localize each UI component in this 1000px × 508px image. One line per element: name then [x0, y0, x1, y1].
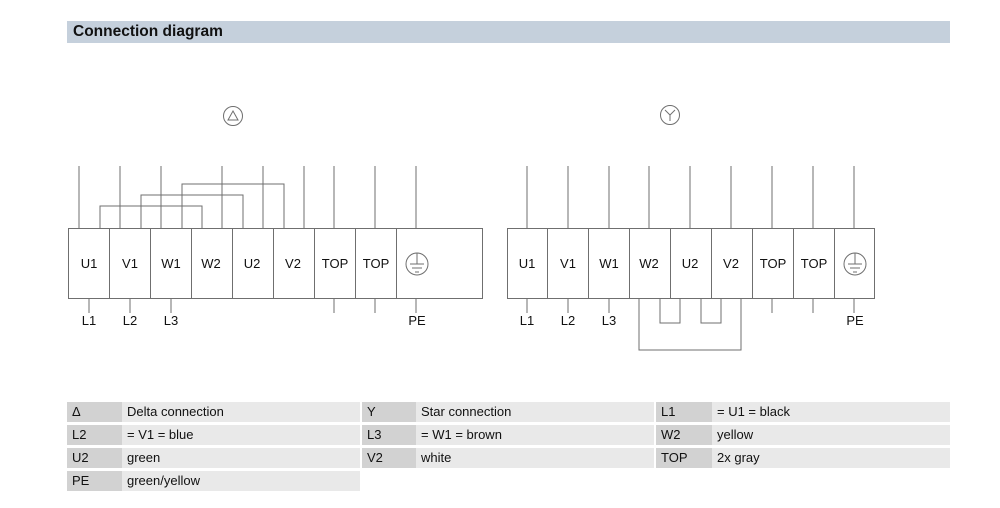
star-symbol-icon [660, 105, 680, 125]
star-terminal-label: V2 [723, 256, 739, 271]
delta-terminal-label: V1 [122, 256, 138, 271]
delta-terminal-label: U2 [244, 256, 261, 271]
legend-value: green/yellow [122, 471, 360, 491]
legend-value: Star connection [416, 402, 654, 422]
legend-key: PE [67, 471, 122, 491]
legend-value: = V1 = blue [122, 425, 360, 445]
star-terminal-label: W2 [639, 256, 659, 271]
star-pe-ground-icon [843, 252, 867, 276]
legend-value: white [416, 448, 654, 468]
legend-key: W2 [656, 425, 712, 445]
star-terminal-label: TOP [801, 256, 828, 271]
legend-value: green [122, 448, 360, 468]
delta-terminal-label: TOP [322, 256, 349, 271]
delta-terminal-label: V2 [285, 256, 301, 271]
star-terminal-label: V1 [560, 256, 576, 271]
legend-value: = W1 = brown [416, 425, 654, 445]
legend-key: L3 [362, 425, 416, 445]
legend-key: Y [362, 402, 416, 422]
star-terminal-label: W1 [599, 256, 619, 271]
delta-line-label: L1 [82, 313, 96, 328]
star-line-label: L1 [520, 313, 534, 328]
star-line-label: L3 [602, 313, 616, 328]
delta-terminal-label: W2 [201, 256, 221, 271]
connection-diagram: U1 V1 W1 W2 U2 V2 TOP TOP L1 L2 L3 PE [68, 105, 875, 351]
star-diagram: U1 V1 W1 W2 U2 V2 TOP TOP L1 L2 L3 PE [507, 105, 875, 351]
star-terminal-label: U2 [682, 256, 699, 271]
star-terminal-label: TOP [760, 256, 787, 271]
section-title: Connection diagram [73, 23, 223, 40]
delta-line-label: L2 [123, 313, 137, 328]
legend-value: Delta connection [122, 402, 360, 422]
legend-key: U2 [67, 448, 122, 468]
star-pe-label: PE [846, 313, 864, 328]
delta-terminal-label: U1 [81, 256, 98, 271]
delta-pe-label: PE [408, 313, 426, 328]
delta-symbol-icon [223, 106, 243, 126]
delta-pe-ground-icon [405, 252, 429, 276]
delta-terminal-label: W1 [161, 256, 181, 271]
star-terminal-label: U1 [519, 256, 536, 271]
delta-diagram: U1 V1 W1 W2 U2 V2 TOP TOP L1 L2 L3 PE [68, 106, 483, 328]
legend-table: Δ Delta connection Y Star connection L1 … [67, 402, 950, 494]
star-line-label: L2 [561, 313, 575, 328]
delta-line-label: L3 [164, 313, 178, 328]
legend-value: yellow [712, 425, 950, 445]
section-header: Connection diagram [67, 21, 950, 43]
legend-key: L1 [656, 402, 712, 422]
legend-value: 2x gray [712, 448, 950, 468]
legend-value: = U1 = black [712, 402, 950, 422]
legend-key: TOP [656, 448, 712, 468]
legend-key: L2 [67, 425, 122, 445]
legend-key: Δ [67, 402, 122, 422]
legend-key: V2 [362, 448, 416, 468]
delta-terminal-label: TOP [363, 256, 390, 271]
